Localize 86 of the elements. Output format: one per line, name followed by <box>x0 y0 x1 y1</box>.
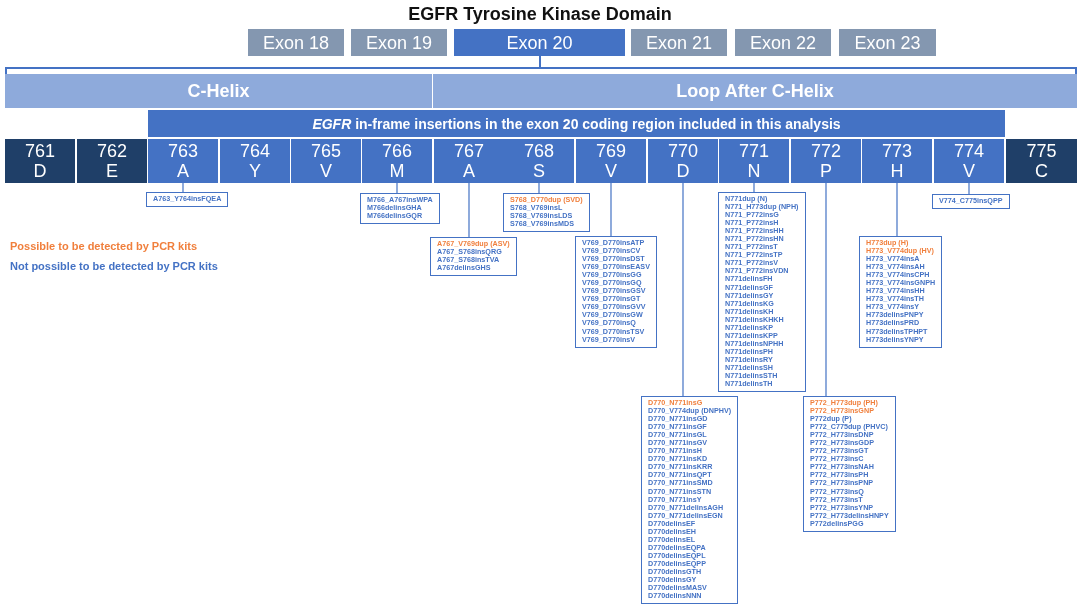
exon-label: Exon 22 <box>749 32 817 53</box>
residue-label: 773 <box>881 141 912 161</box>
connector-line <box>753 182 755 193</box>
mutation-list-box <box>803 396 896 532</box>
mutation-list-box <box>360 193 440 225</box>
residue-label: 761 <box>24 141 55 161</box>
residue-label: N <box>747 161 761 181</box>
residue-label: 768 <box>523 141 554 161</box>
residue-box <box>862 139 932 183</box>
residue-label: V <box>320 161 332 181</box>
residue-label: C <box>1035 161 1048 181</box>
residue-label: 770 <box>667 141 698 161</box>
mutation-list-box <box>641 396 739 605</box>
residue-box <box>1006 139 1077 183</box>
residue-label: 765 <box>310 141 341 161</box>
residue-label: E <box>106 161 118 181</box>
exon-label: Exon 21 <box>645 32 713 53</box>
connector-line <box>396 182 398 194</box>
residue-box <box>576 139 646 183</box>
residue-label: D <box>676 161 690 181</box>
residue-box <box>648 139 718 183</box>
connector-line <box>682 182 684 397</box>
mutation-list-box <box>146 192 229 208</box>
residue-label: Y <box>249 161 261 181</box>
exon-box <box>454 29 625 56</box>
exon-label: Exon 18 <box>262 32 330 53</box>
connector-line <box>538 182 540 194</box>
residue-label: 762 <box>96 141 127 161</box>
legend-text: Possible to be detected by PCR kits <box>10 240 198 252</box>
connector-line <box>968 182 970 195</box>
exon-label: Exon 20 <box>506 32 573 53</box>
mutation-list-box <box>859 236 943 348</box>
residue-box <box>934 139 1004 183</box>
band-label: EGFR in-frame insertions in the exon 20 coding region included in this analysis <box>312 115 841 132</box>
band-label: Loop After C-Helix <box>676 81 834 101</box>
residue-label: 769 <box>595 141 626 161</box>
residue-label: 775 <box>1026 141 1057 161</box>
mutation-list-box <box>503 193 590 233</box>
residue-label: P <box>820 161 832 181</box>
residue-box <box>362 139 432 183</box>
region-band <box>433 74 1077 108</box>
exon-label: Exon 19 <box>365 32 433 53</box>
residue-label: D <box>33 161 47 181</box>
residue-label: V <box>605 161 617 181</box>
connector-line <box>468 182 470 238</box>
mutation-list-box <box>575 236 657 348</box>
residue-box <box>434 139 504 183</box>
residue-label: 774 <box>953 141 984 161</box>
mutation-list-box <box>430 237 517 277</box>
residue-label: M <box>389 161 405 181</box>
residue-label: A <box>463 161 475 181</box>
legend-text: Not possible to be detected by PCR kits <box>10 260 218 272</box>
band-label: C-Helix <box>187 81 250 101</box>
exon-label: Exon 23 <box>854 32 921 53</box>
residue-label: 763 <box>167 141 198 161</box>
residue-label: 772 <box>810 141 841 161</box>
residue-box <box>77 139 147 183</box>
residue-label: V <box>963 161 975 181</box>
connector-line <box>182 182 184 193</box>
exon-box <box>248 29 344 56</box>
exon-box <box>351 29 447 56</box>
exon-box <box>631 29 727 56</box>
exon-box <box>839 29 936 56</box>
residue-label: 766 <box>381 141 412 161</box>
residue-label: S <box>533 161 545 181</box>
residue-box <box>504 139 574 183</box>
residue-label: H <box>890 161 904 181</box>
connector-line <box>896 182 898 237</box>
region-band <box>5 74 432 108</box>
residue-box <box>5 139 75 183</box>
title: EGFR Tyrosine Kinase Domain <box>407 4 673 25</box>
mutation-list-box <box>718 192 806 393</box>
residue-label: 771 <box>738 141 769 161</box>
residue-label: A <box>177 161 189 181</box>
residue-box <box>291 139 361 183</box>
residue-label: 767 <box>453 141 484 161</box>
insertion-band <box>148 110 1005 137</box>
mutation-list-box <box>932 194 1010 210</box>
residue-label: 764 <box>239 141 270 161</box>
residue-box <box>220 139 290 183</box>
exon-box <box>735 29 831 56</box>
connector-line <box>610 182 612 237</box>
residue-box <box>719 139 789 183</box>
connector-line <box>825 182 827 397</box>
residue-box <box>791 139 861 183</box>
residue-box <box>148 139 218 183</box>
